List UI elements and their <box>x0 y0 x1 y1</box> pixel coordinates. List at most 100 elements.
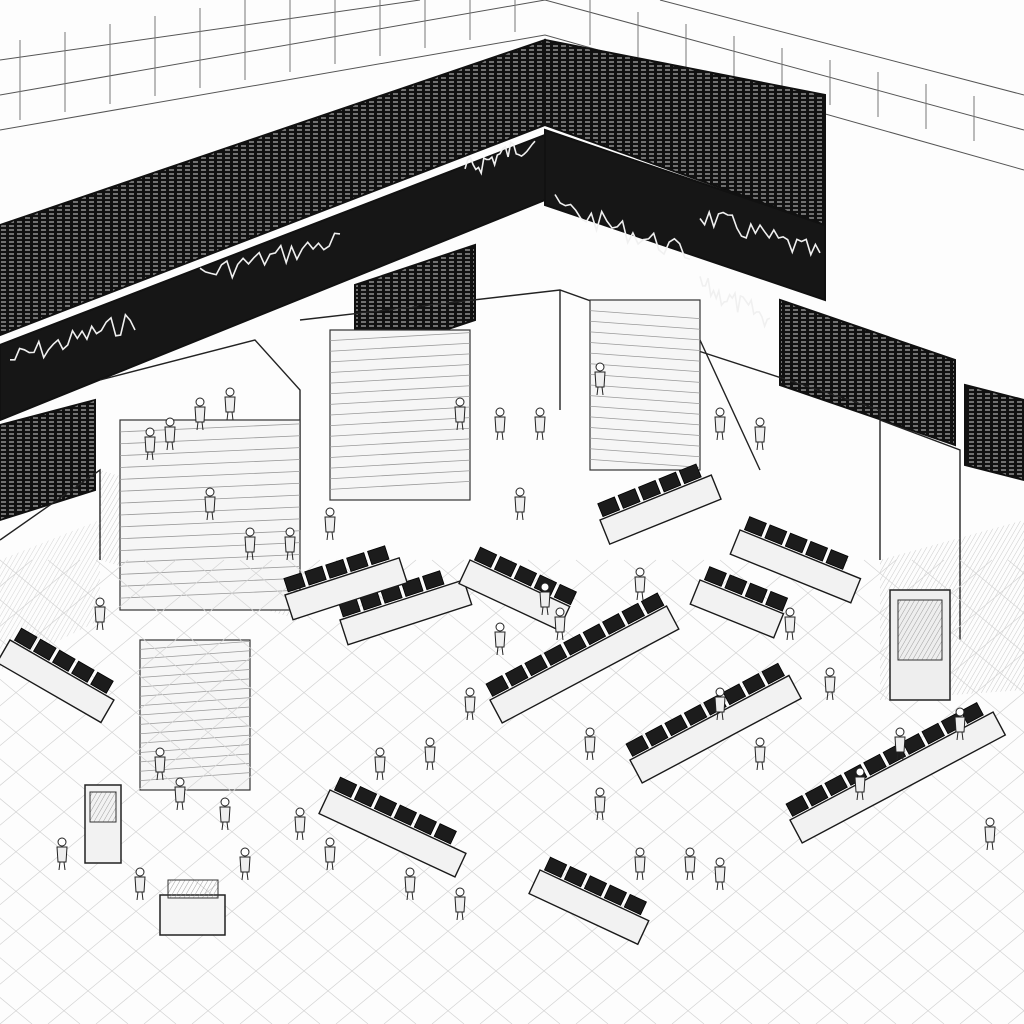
trader-head <box>425 737 435 747</box>
trader-head <box>755 737 765 747</box>
desk-monitor <box>524 654 548 677</box>
trader-body <box>194 406 206 423</box>
staircase-3 <box>589 299 701 471</box>
trader-30 <box>144 427 156 461</box>
trader-head <box>325 837 335 847</box>
desk-monitor <box>805 540 829 562</box>
trader-leg <box>716 711 719 721</box>
trader-leg <box>146 451 149 461</box>
trader-head <box>240 847 250 857</box>
trader-25 <box>984 817 996 851</box>
desk-monitor <box>485 675 510 697</box>
stair-step <box>139 669 251 678</box>
floor-line <box>767 811 1024 1024</box>
floor-line <box>191 559 753 1024</box>
trader-head <box>175 777 185 787</box>
trading-desk-1 <box>338 570 473 646</box>
stair-step <box>139 715 251 725</box>
podium <box>159 879 226 936</box>
trader-leg <box>151 451 154 461</box>
trader-head <box>715 687 725 697</box>
trader-35 <box>494 407 506 441</box>
trader-leg <box>461 421 464 431</box>
stair-step <box>589 331 701 341</box>
floor-tile-grid <box>0 559 1024 1024</box>
trader-32 <box>194 397 206 431</box>
trader-body <box>494 631 506 648</box>
trader-head <box>455 397 465 407</box>
trader-head <box>205 487 215 497</box>
stair-step <box>589 437 701 447</box>
trading-desk-5 <box>625 662 803 784</box>
trader-head <box>635 567 645 577</box>
stair-step <box>329 480 471 490</box>
trader-2 <box>134 867 146 901</box>
trader-leg <box>331 531 334 541</box>
desk-counter <box>599 474 722 546</box>
trader-body <box>144 436 156 453</box>
chart-line-6 <box>699 276 771 329</box>
trader-head <box>825 667 835 677</box>
trader-leg <box>241 871 244 881</box>
trader-39 <box>754 417 766 451</box>
trader-body <box>204 496 216 513</box>
floor-line <box>95 559 657 1024</box>
desk-monitor <box>563 633 587 656</box>
desk-monitor <box>617 488 641 509</box>
trader-head <box>145 427 155 437</box>
trader-leg <box>541 431 544 441</box>
trader-body <box>714 696 726 713</box>
trader-leg <box>761 761 764 771</box>
stair-step <box>329 470 471 480</box>
trading-desk-9 <box>597 463 722 546</box>
desk-monitor <box>785 795 810 817</box>
trader-body <box>714 866 726 883</box>
trader-leg <box>636 591 639 601</box>
floor-line <box>863 890 1024 1024</box>
trader-leg <box>501 646 504 656</box>
trader-7 <box>294 807 306 841</box>
stair-step <box>329 374 471 384</box>
stair-step <box>139 640 251 650</box>
stair-step <box>329 427 471 437</box>
trader-head <box>135 867 145 877</box>
trader-40 <box>784 607 796 641</box>
floor-line <box>0 599 513 1024</box>
trader-leg <box>211 511 214 521</box>
desk-monitor <box>582 623 607 646</box>
stair-step <box>329 395 471 405</box>
stair-step <box>329 459 471 469</box>
trader-body <box>754 426 766 443</box>
trader-16 <box>594 787 606 821</box>
desk-monitor <box>13 627 38 650</box>
trader-13 <box>494 622 506 656</box>
trader-leg <box>636 871 639 881</box>
desk-monitor <box>71 660 95 683</box>
trader-leg <box>296 831 299 841</box>
stair-step <box>329 417 471 427</box>
trader-leg <box>221 821 224 831</box>
trader-head <box>715 857 725 867</box>
trader-leg <box>956 731 959 741</box>
stair-step <box>139 706 251 716</box>
floor-line <box>719 559 1024 813</box>
traders <box>56 362 996 921</box>
trader-leg <box>601 811 604 821</box>
stair-step <box>589 384 701 394</box>
floor-line <box>0 758 321 1024</box>
trader-head <box>540 582 550 592</box>
desk-monitor <box>902 733 926 755</box>
floor-line <box>431 559 993 1024</box>
trader-17 <box>634 847 646 881</box>
desk-monitor <box>346 552 369 572</box>
ticker-board-right <box>544 38 1024 482</box>
trader-body <box>784 616 796 633</box>
trader-10 <box>454 887 466 921</box>
trader-leg <box>496 431 499 441</box>
trader-22 <box>854 767 866 801</box>
trader-45 <box>94 597 106 631</box>
trader-31 <box>164 417 176 451</box>
trader-leg <box>461 911 464 921</box>
trader-leg <box>861 791 864 801</box>
stair-step <box>589 342 701 351</box>
